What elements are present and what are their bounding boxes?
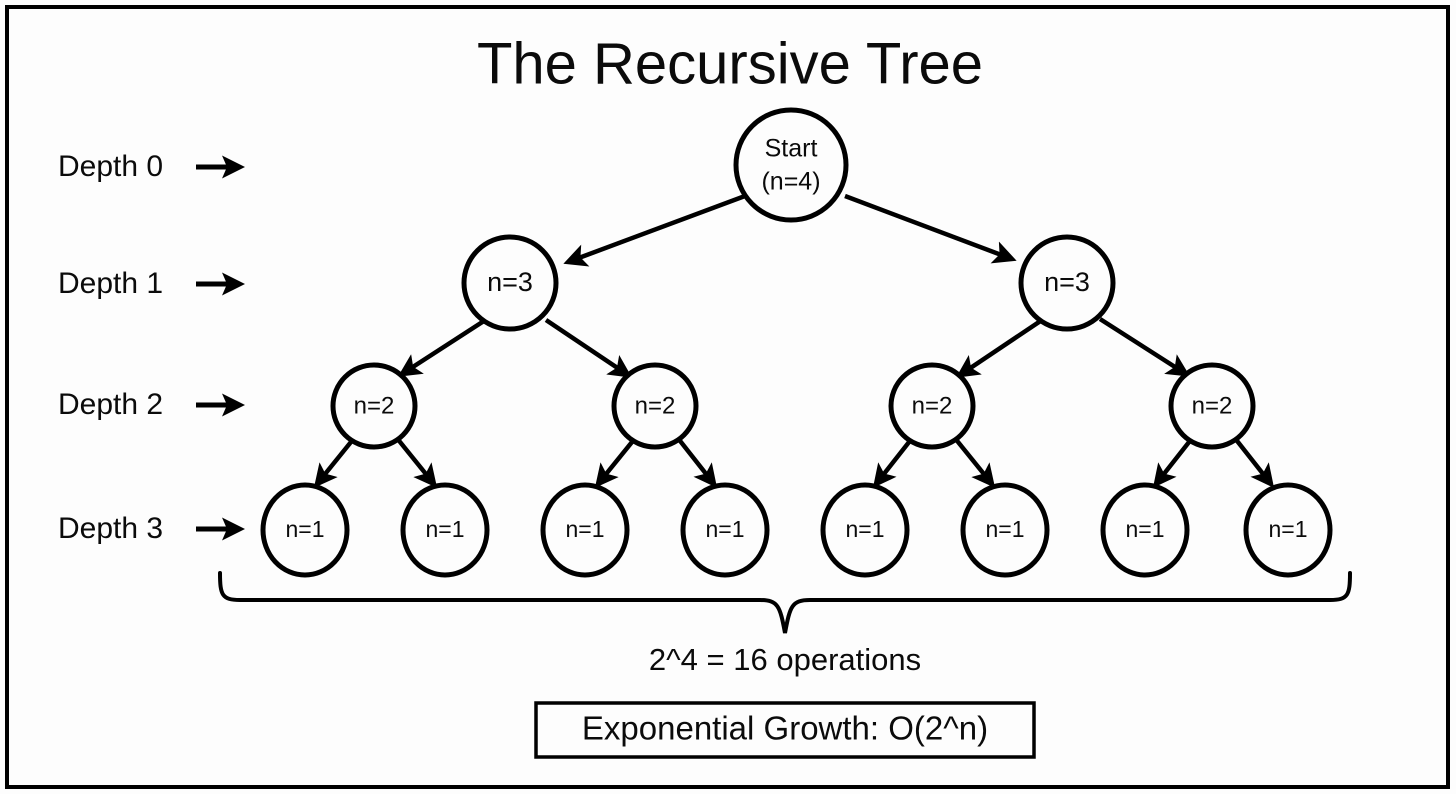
tree-edge (952, 435, 996, 488)
edges-depth0-to-depth1 (563, 193, 1017, 267)
edges-depth2-to-depth3 (313, 435, 1275, 488)
node-label: n=3 (1044, 267, 1090, 297)
node-circle (330, 362, 418, 450)
node-label: n=1 (425, 516, 464, 542)
node-label: n=1 (1268, 516, 1307, 542)
node-circle (1243, 482, 1333, 578)
tree-edge (1232, 435, 1275, 488)
node-circle (960, 482, 1050, 578)
depth-label-row-3: Depth 3 (58, 512, 246, 545)
node-label: n=1 (1125, 516, 1164, 542)
tree-node-d2-3[interactable]: n=2 (1168, 362, 1256, 450)
summary-brace (218, 571, 1352, 634)
tree-node-d3-1[interactable]: n=1 (400, 482, 490, 578)
operations-caption: 2^4 = 16 operations (649, 642, 921, 677)
node-label: n=2 (912, 392, 953, 419)
node-circle (820, 482, 910, 578)
depth-label-2-text: Depth 2 (58, 388, 163, 421)
tree-edge (394, 435, 438, 488)
tree-node-d1-0[interactable]: n=3 (461, 234, 559, 332)
depth-label-3-text: Depth 3 (58, 512, 163, 545)
node-circle (1018, 234, 1116, 332)
node-circle (680, 482, 770, 578)
tree-node-d3-6[interactable]: n=1 (1100, 482, 1190, 578)
root-node-label-line2: (n=4) (761, 168, 820, 196)
node-label: n=2 (354, 392, 395, 419)
tree-edge (872, 435, 915, 488)
node-circle (1100, 482, 1190, 578)
page-title: The Recursive Tree (477, 31, 983, 96)
tree-edge (1098, 317, 1191, 377)
tree-edge (844, 193, 1017, 264)
tree-node-d3-4[interactable]: n=1 (820, 482, 910, 578)
node-circle (611, 362, 699, 450)
tree-node-d3-5[interactable]: n=1 (960, 482, 1050, 578)
edges-depth1-to-depth2 (397, 317, 1191, 378)
tree-node-d3-7[interactable]: n=1 (1243, 482, 1333, 578)
tree-edge (563, 193, 746, 267)
node-label: n=1 (985, 516, 1024, 542)
node-label: n=1 (845, 516, 884, 542)
tree-node-d3-2[interactable]: n=1 (540, 482, 630, 578)
tree-node-root[interactable]: Start (n=4) (733, 107, 849, 223)
node-label: n=3 (487, 267, 533, 297)
summary-box-rect (534, 701, 1036, 759)
tree-node-d3-3[interactable]: n=1 (680, 482, 770, 578)
tree-node-d2-1[interactable]: n=2 (611, 362, 699, 450)
depth-label-1-text: Depth 1 (58, 267, 163, 300)
tree-edge (594, 435, 638, 488)
depth-label-row-1: Depth 1 (58, 267, 246, 300)
depth-label-0-text: Depth 0 (58, 150, 163, 183)
node-circle (260, 482, 350, 578)
tree-node-d2-2[interactable]: n=2 (888, 362, 976, 450)
node-circle (540, 482, 630, 578)
node-circle (733, 107, 849, 223)
tree-edge (544, 318, 633, 378)
node-label: n=1 (705, 516, 744, 542)
node-circle (461, 234, 559, 332)
tree-edge (675, 435, 718, 488)
node-circle (1168, 362, 1256, 450)
node-label: n=1 (285, 516, 324, 542)
tree-edge (313, 435, 357, 488)
summary-box[interactable]: Exponential Growth: O(2^n) (534, 701, 1036, 759)
depth-label-row-0: Depth 0 (58, 150, 246, 183)
tree-node-d3-0[interactable]: n=1 (260, 482, 350, 578)
tree-edge (397, 317, 489, 377)
node-circle (400, 482, 490, 578)
tree-node-d1-1[interactable]: n=3 (1018, 234, 1116, 332)
tree-edge (1152, 435, 1195, 488)
node-label: n=2 (635, 392, 676, 419)
root-node-label-line1: Start (765, 135, 818, 163)
node-circle (888, 362, 976, 450)
node-label: n=1 (565, 516, 604, 542)
tree-node-d2-0[interactable]: n=2 (330, 362, 418, 450)
node-label: n=2 (1192, 392, 1233, 419)
summary-box-label: Exponential Growth: O(2^n) (582, 710, 988, 747)
tree-edge (955, 318, 1044, 378)
depth-label-row-2: Depth 2 (58, 388, 246, 421)
